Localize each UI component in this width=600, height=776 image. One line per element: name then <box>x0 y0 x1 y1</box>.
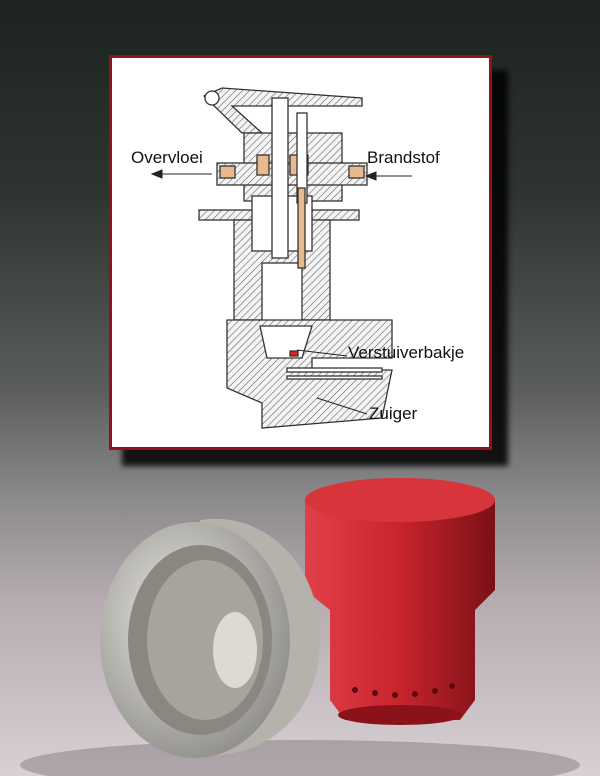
piston-block <box>226 319 393 429</box>
red-cylinder-part <box>305 478 495 725</box>
parts-photo <box>20 478 580 776</box>
label-overflow: Overvloei <box>131 148 203 167</box>
label-atomizer-cup: Verstuiverbakje <box>348 343 465 362</box>
label-fuel: Brandstof <box>367 148 440 167</box>
injector-cross-section-diagram <box>150 87 412 429</box>
label-piston: Zuiger <box>369 404 418 423</box>
diagram-frame: Overvloei Brandstof Verstuiverbakje Zuig… <box>109 55 492 450</box>
silver-cup-part <box>100 518 320 758</box>
